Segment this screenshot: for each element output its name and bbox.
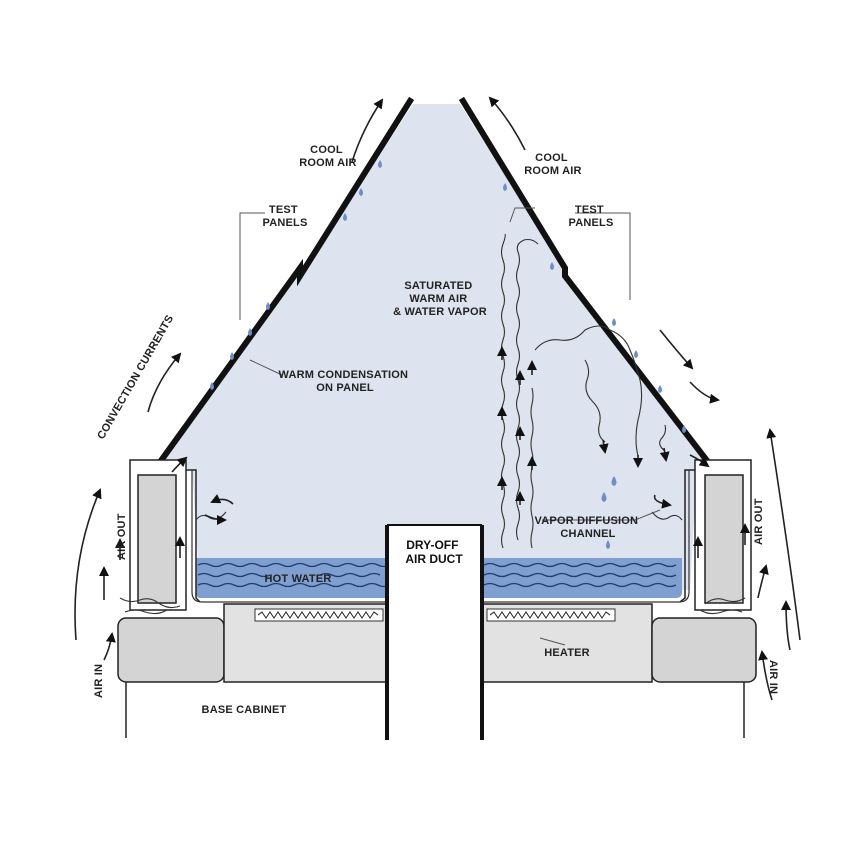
leader-lines	[239, 207, 661, 646]
chamber-wall-right	[482, 470, 690, 603]
label-air-in-right: AIR IN	[767, 660, 779, 694]
label-dry-off-air-duct: DRY-OFF AIR DUCT	[405, 538, 463, 566]
label-warm-condensation: WARM CONDENSATION ON PANEL	[279, 369, 412, 394]
label-air-out-left: AIR OUT	[116, 513, 128, 560]
condensation-droplets	[210, 160, 686, 549]
dry-off-air-duct	[385, 524, 484, 740]
room-air-arrows	[74, 96, 801, 701]
heater-elements	[254, 608, 616, 622]
hot-water-pool	[196, 558, 387, 598]
label-convection-currents: CONVECTION CURRENTS	[95, 313, 176, 441]
label-cool-room-air-right: COOL ROOM AIR	[524, 152, 581, 177]
label-cool-room-air-left: COOL ROOM AIR	[299, 144, 356, 169]
label-hot-water: HOT WATER	[265, 573, 332, 585]
vapor-flow-arrows	[497, 233, 670, 549]
water-waves	[197, 562, 677, 588]
chamber-interior	[163, 104, 705, 590]
left-side-column	[129, 459, 201, 611]
label-vapor-diffusion-channel: VAPOR DIFFUSION CHANNEL	[535, 515, 642, 540]
chamber-wall-left	[191, 470, 387, 603]
label-test-panels-left: TEST PANELS	[262, 204, 307, 229]
label-air-out-right: AIR OUT	[753, 498, 765, 545]
label-heater: HEATER	[544, 647, 590, 659]
label-base-cabinet: BASE CABINET	[202, 704, 287, 716]
hot-water-pool-right	[482, 558, 682, 598]
label-saturated-warm-air: SATURATED WARM AIR & WATER VAPOR	[393, 280, 487, 318]
right-side-column	[679, 459, 752, 611]
label-test-panels-right: TEST PANELS	[568, 204, 613, 229]
label-air-in-left: AIR IN	[93, 664, 105, 698]
